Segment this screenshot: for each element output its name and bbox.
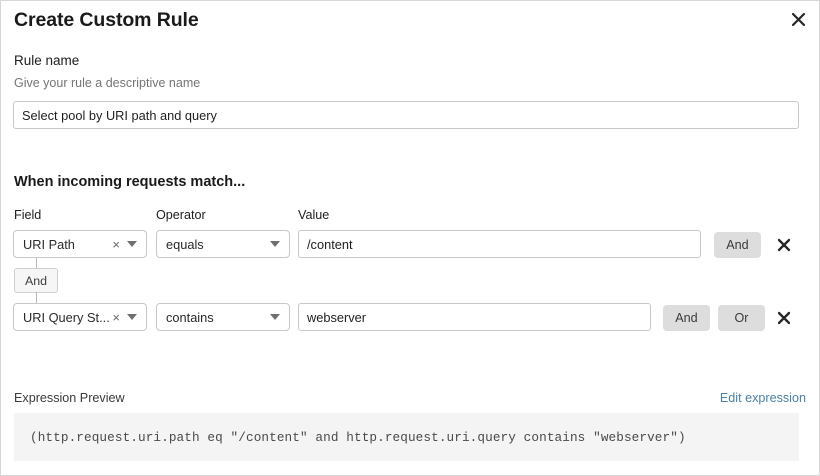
- row-1-operator-select[interactable]: equals: [156, 230, 290, 258]
- chevron-down-icon: [270, 241, 280, 247]
- row-1-field-value: URI Path: [23, 236, 75, 252]
- match-section-heading: When incoming requests match...: [14, 174, 246, 190]
- group-connector-and-button[interactable]: And: [14, 268, 58, 293]
- row-1-field-select[interactable]: URI Path ×: [13, 230, 147, 258]
- edit-expression-link[interactable]: Edit expression: [719, 391, 806, 405]
- expression-preview-box: (http.request.uri.path eq "/content" and…: [14, 413, 799, 461]
- close-icon[interactable]: [786, 7, 810, 31]
- expression-preview-text: (http.request.uri.path eq "/content" and…: [30, 429, 686, 445]
- connector-line-bottom: [36, 292, 37, 303]
- row-1-field-clear-icon[interactable]: ×: [112, 236, 120, 252]
- row-2-field-clear-icon[interactable]: ×: [112, 309, 120, 325]
- row-2-and-button[interactable]: And: [663, 305, 710, 331]
- column-label-value: Value: [298, 208, 330, 222]
- expression-preview-label: Expression Preview: [14, 391, 125, 405]
- row-1-value-input[interactable]: [298, 230, 701, 258]
- dialog-title: Create Custom Rule: [14, 9, 199, 31]
- chevron-down-icon: [127, 241, 137, 247]
- row-2-value-input[interactable]: [298, 303, 651, 331]
- connector-line-top: [36, 258, 37, 269]
- column-label-operator: Operator: [156, 208, 206, 222]
- row-2-field-select[interactable]: URI Query St... ×: [13, 303, 147, 331]
- row-1-operator-value: equals: [166, 236, 204, 252]
- row-2-remove-icon[interactable]: [773, 307, 795, 329]
- row-1-remove-icon[interactable]: [773, 234, 795, 256]
- row-2-operator-value: contains: [166, 309, 214, 325]
- chevron-down-icon: [127, 314, 137, 320]
- column-label-field: Field: [14, 208, 42, 222]
- close-icon-glyph: [791, 12, 805, 26]
- row-2-operator-select[interactable]: contains: [156, 303, 290, 331]
- chevron-down-icon: [270, 314, 280, 320]
- remove-icon-glyph: [777, 238, 791, 252]
- row-2-field-value: URI Query St...: [23, 309, 110, 325]
- row-1-and-button[interactable]: And: [714, 232, 761, 258]
- rule-name-label: Rule name: [14, 53, 80, 68]
- remove-icon-glyph: [777, 311, 791, 325]
- row-2-or-button[interactable]: Or: [718, 305, 765, 331]
- rule-name-input[interactable]: [13, 101, 799, 129]
- rule-name-help-text: Give your rule a descriptive name: [14, 76, 201, 90]
